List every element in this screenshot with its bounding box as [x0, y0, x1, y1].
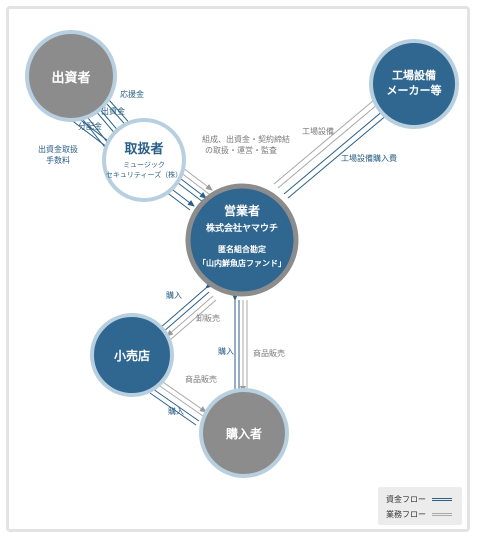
- label-product-sale-retailer: 商品販売: [185, 374, 217, 384]
- node-operator-line3: 匿名組合勘定: [218, 244, 266, 254]
- legend-money-swatch: [432, 497, 452, 501]
- node-handler-title: 取扱者: [124, 141, 163, 157]
- label-factory-equipment: 工場設備: [302, 126, 334, 136]
- link-operator-buyer: [232, 294, 248, 393]
- node-factory-line1: 工場設備: [392, 68, 436, 82]
- label-buy-from-operator: 購入: [166, 290, 182, 300]
- legend-money-label: 資金フロー: [386, 494, 426, 504]
- label-oubokin: 応援金: [120, 89, 144, 99]
- label-fee-line1: 出資金取扱: [38, 144, 78, 154]
- label-fee-line2: 手数料: [46, 155, 70, 165]
- link-operator-retailer: [159, 281, 217, 341]
- label-buy-by-buyer: 購入: [218, 346, 234, 356]
- node-handler-sub2: セキュリティーズ（株）: [106, 170, 182, 179]
- node-retailer-label: 小売店: [114, 348, 150, 363]
- node-factory-line2: メーカー等: [387, 83, 442, 97]
- legend-business-row: 業務フロー: [386, 508, 452, 520]
- node-buyer-label: 購入者: [225, 426, 262, 441]
- node-handler-sub1: ミュージック: [123, 161, 165, 169]
- node-operator-line1: 営業者: [224, 203, 260, 218]
- label-buy-from-retailer: 購入: [168, 406, 184, 416]
- node-handler: 取扱者 ミュージック セキュリティーズ（株）: [102, 118, 186, 202]
- label-org-line1: 組成、出資金・契約締結: [202, 134, 290, 144]
- node-operator: 営業者 株式会社ヤマウチ 匿名組合勘定 「山内鮮魚店ファンド」: [185, 183, 299, 297]
- node-buyer: 購入者: [199, 388, 289, 478]
- node-operator-line2: 株式会社ヤマウチ: [206, 222, 278, 234]
- node-retailer: 小売店: [90, 313, 174, 397]
- link-factory-operator: [273, 93, 395, 199]
- link-retailer-buyer: [146, 379, 207, 426]
- label-shusshikin: 出資金: [101, 106, 125, 116]
- label-wholesale: 卸販売: [196, 313, 220, 323]
- node-factory: 工場設備 メーカー等: [369, 39, 459, 129]
- legend-money-row: 資金フロー: [386, 493, 452, 505]
- label-org-line2: の取扱・運営・監査: [205, 145, 277, 155]
- node-operator-line4: 「山内鮮魚店ファンド」: [198, 258, 286, 268]
- legend-business-swatch: [432, 512, 452, 516]
- flow-labels: 応援金 出資金 分配金 出資金取扱 手数料 組成、出資金・契約締結 の取扱・運営…: [38, 89, 397, 416]
- legend-business-label: 業務フロー: [386, 509, 426, 519]
- legend: 資金フロー 業務フロー: [378, 487, 462, 525]
- label-factory-purchase: 工場設備購入費: [341, 153, 397, 163]
- label-product-sale-operator: 商品販売: [253, 348, 285, 358]
- node-investor-label: 出資者: [51, 70, 90, 86]
- node-investor: 出資者: [25, 30, 117, 122]
- label-bunpaikin: 分配金: [78, 121, 102, 131]
